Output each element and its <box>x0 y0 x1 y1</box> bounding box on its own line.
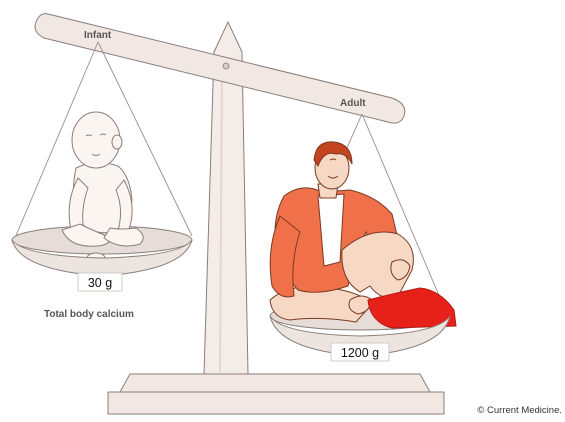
adult-weight-label: 1200 g <box>341 346 379 360</box>
adult-label: Adult <box>340 98 366 109</box>
infant-weight-label: 30 g <box>88 276 112 290</box>
scale-base <box>108 374 444 414</box>
infant-figure <box>62 112 143 263</box>
infant-weight-box: 30 g <box>78 273 122 291</box>
copyright-notice: © Current Medicine. <box>477 405 562 416</box>
adult-weight-box: 1200 g <box>331 343 389 361</box>
total-body-calcium-caption: Total body calcium <box>44 309 134 320</box>
adult-figure <box>270 142 456 328</box>
infant-label: Infant <box>84 30 112 41</box>
